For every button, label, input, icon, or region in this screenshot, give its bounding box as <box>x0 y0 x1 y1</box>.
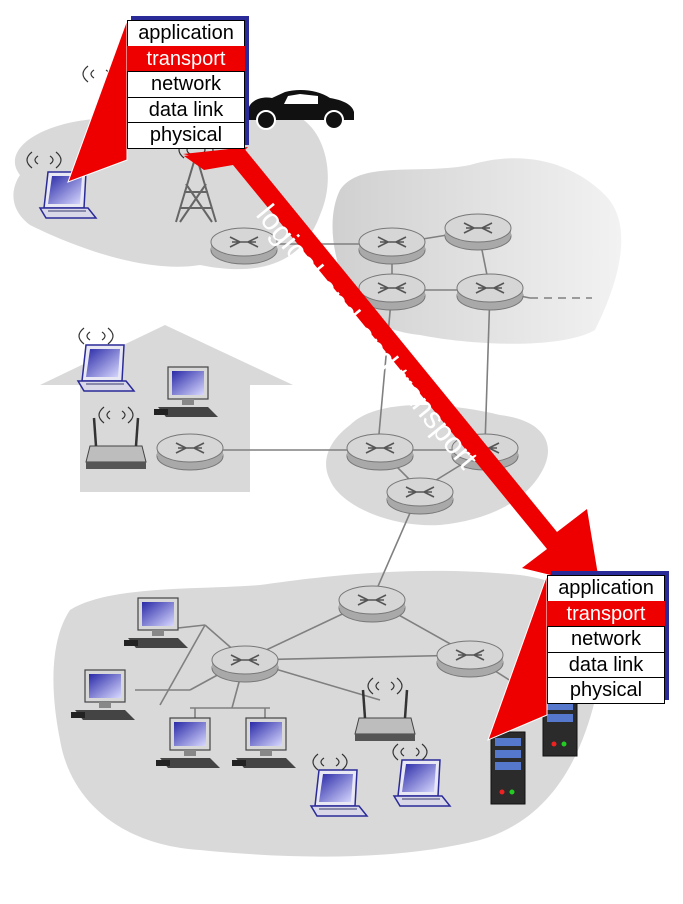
layer-data-link: data link <box>127 96 245 124</box>
dest-protocol-stack: application transport network data link … <box>547 575 665 704</box>
source-callout <box>67 19 128 183</box>
layer-physical: physical <box>547 677 665 704</box>
layer-application: application <box>547 575 665 602</box>
layer-application: application <box>127 20 245 47</box>
server-icon <box>490 731 526 805</box>
layer-network: network <box>127 71 245 98</box>
layer-data-link: data link <box>547 651 665 679</box>
layer-physical: physical <box>127 122 245 149</box>
source-protocol-stack: application transport network data link … <box>127 20 245 149</box>
car-icon <box>82 65 354 130</box>
layer-transport: transport <box>547 600 665 628</box>
layer-network: network <box>547 626 665 653</box>
layer-transport: transport <box>127 45 245 73</box>
cell-tower-icon <box>175 141 217 223</box>
